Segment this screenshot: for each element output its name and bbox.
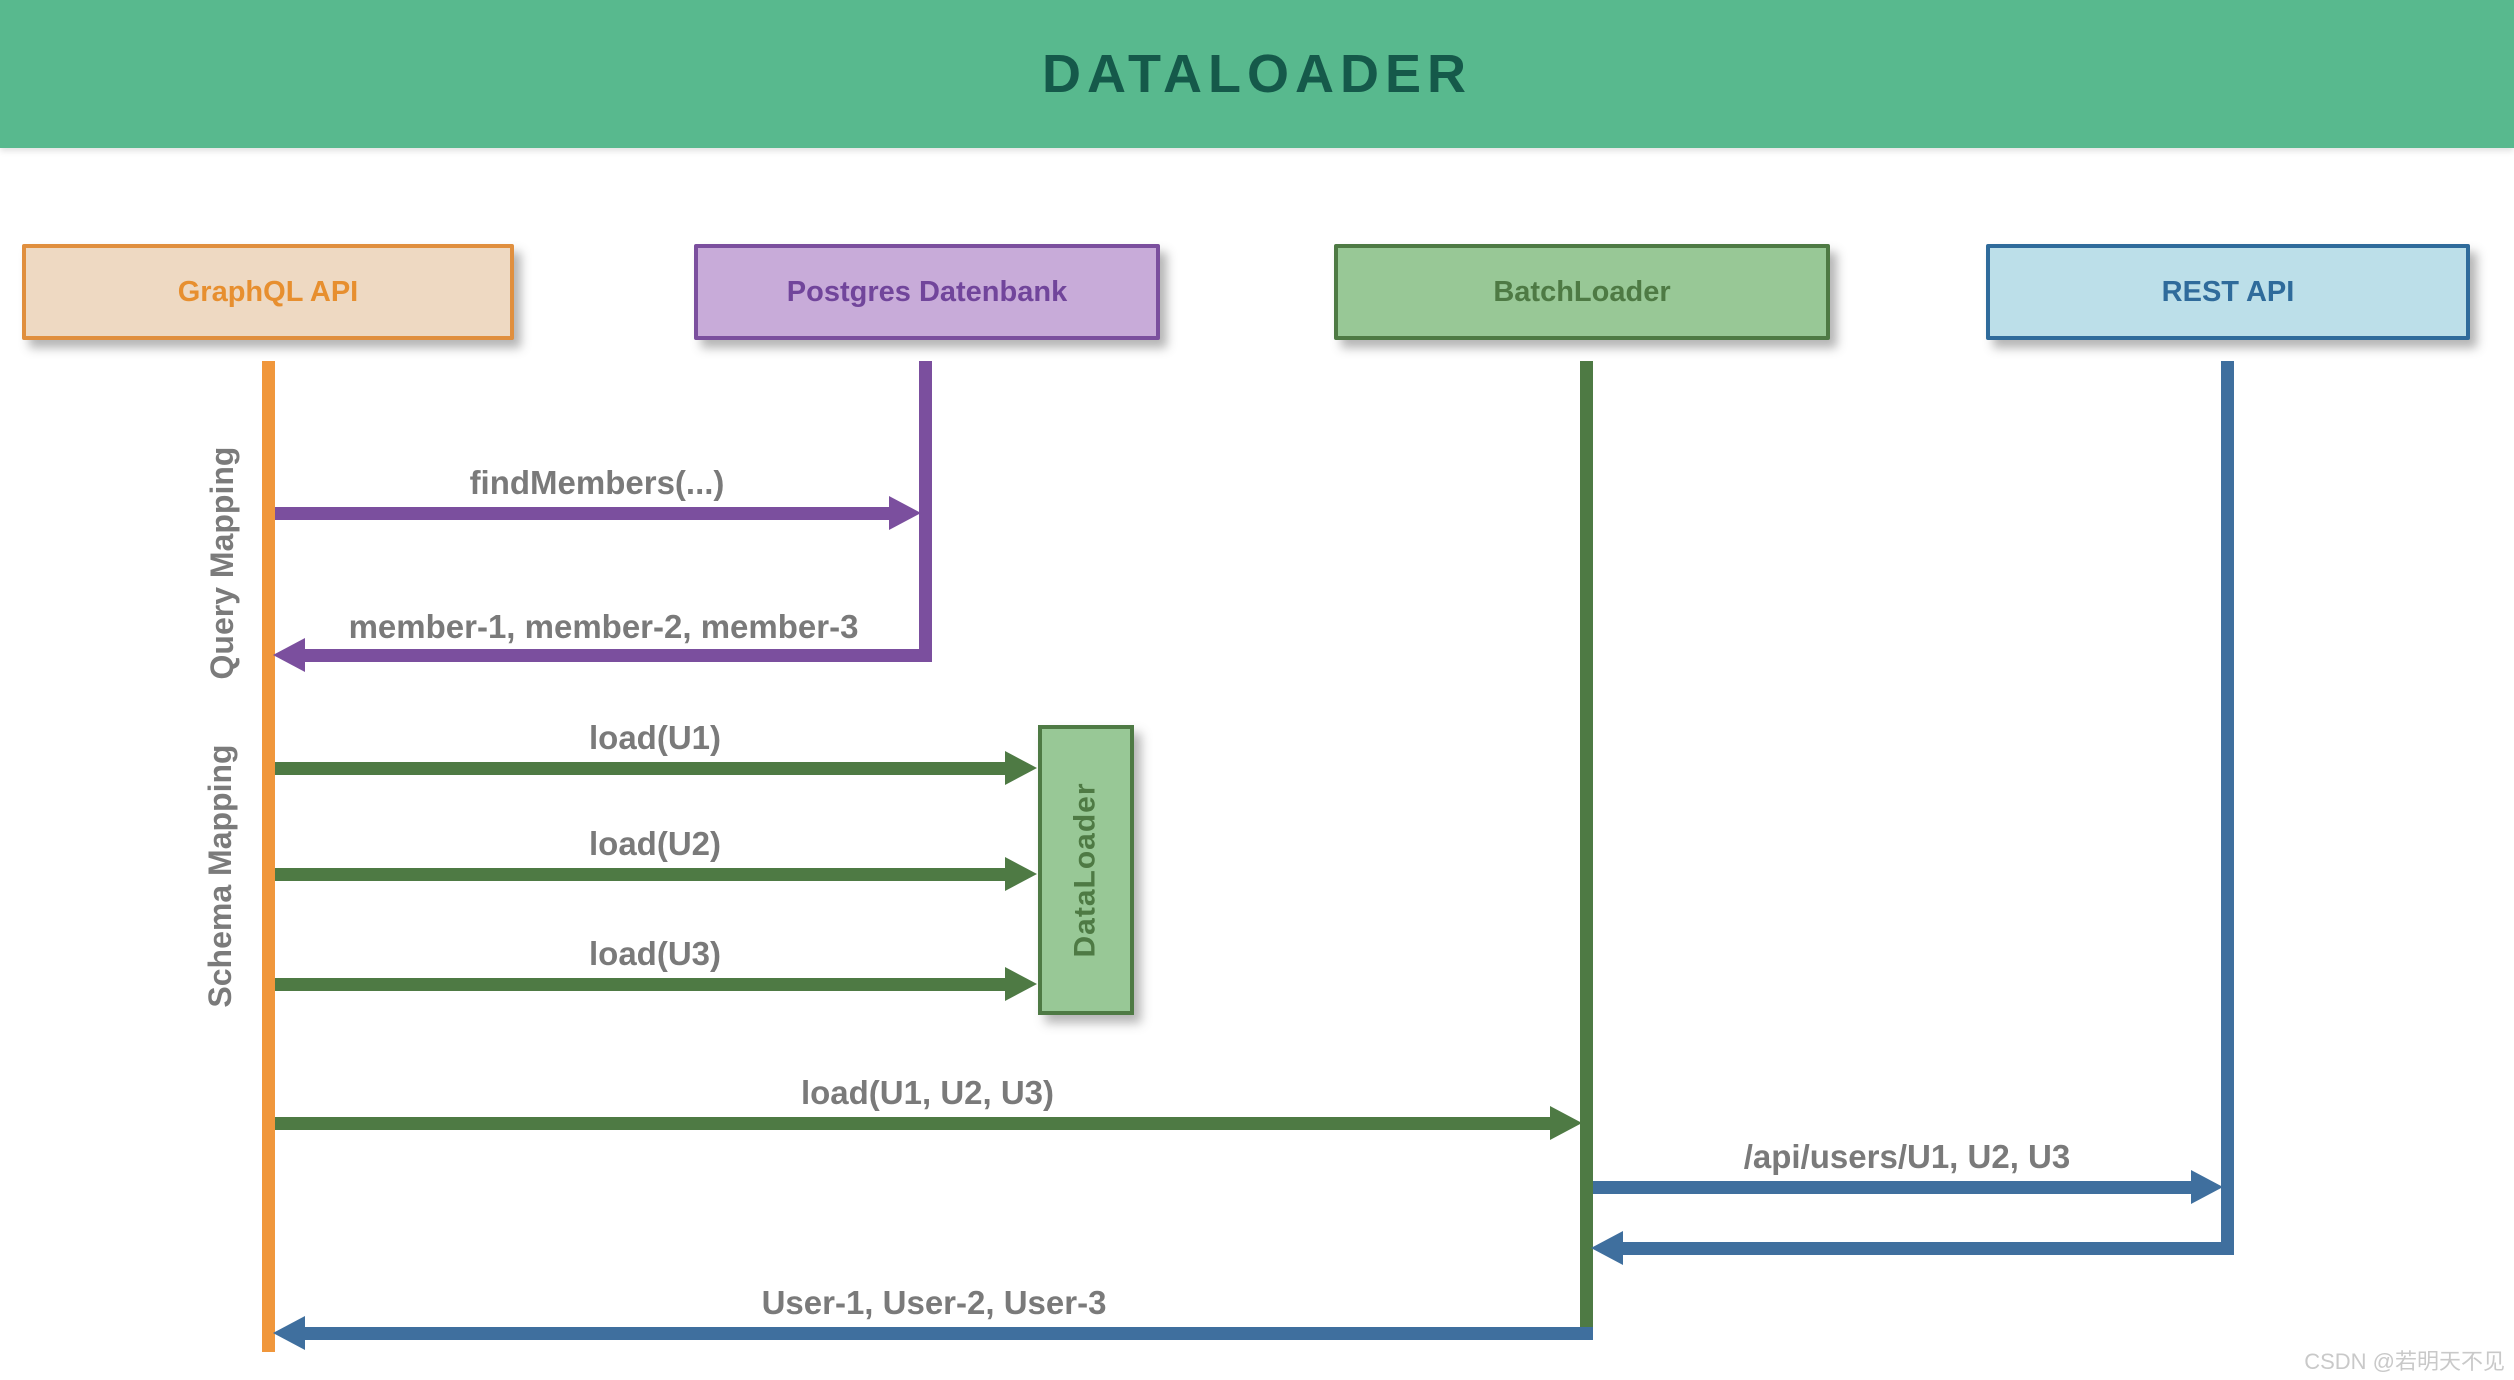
message-arrow-members-return xyxy=(273,638,932,672)
actor-batchloader-label: BatchLoader xyxy=(1493,275,1671,308)
arrowhead-right-icon xyxy=(2191,1170,2223,1204)
message-label-load-u2: load(U2) xyxy=(589,825,721,862)
lifeline-batchloader xyxy=(1580,361,1593,1339)
message-label-api-users: /api/users/U1, U2, U3 xyxy=(1743,1138,2071,1175)
message-arrow-load-u1 xyxy=(275,751,1037,785)
lifeline-graphql-api xyxy=(262,361,275,1352)
message-arrow-load-u3 xyxy=(275,967,1037,1001)
activation-dataloader: DataLoader xyxy=(1038,725,1134,1015)
section-label-query-mapping-text: Query Mapping xyxy=(203,446,240,680)
message-label-load-u1: load(U1) xyxy=(589,719,721,756)
arrowhead-right-icon xyxy=(1005,967,1037,1001)
message-arrow-api-users xyxy=(1593,1170,2223,1204)
actor-batchloader: BatchLoader xyxy=(1334,244,1830,340)
actor-rest-api: REST API xyxy=(1986,244,2470,340)
header-bar: DATALOADER xyxy=(0,0,2514,148)
page-title: DATALOADER xyxy=(1042,44,1472,104)
actor-postgres-datenbank-label: Postgres Datenbank xyxy=(786,275,1068,308)
section-label-query-mapping: Query Mapping xyxy=(200,393,244,733)
arrowhead-right-icon xyxy=(889,496,921,530)
lifeline-postgres-datenbank xyxy=(919,361,932,661)
actor-graphql-api-label: GraphQL API xyxy=(177,275,359,308)
section-label-schema-mapping-text: Schema Mapping xyxy=(201,744,238,1008)
actor-graphql-api: GraphQL API xyxy=(22,244,514,340)
arrow-shaft xyxy=(275,762,1009,775)
message-label-load-u3: load(U3) xyxy=(589,935,721,972)
arrowhead-left-icon xyxy=(273,638,305,672)
section-label-schema-mapping: Schema Mapping xyxy=(198,706,242,1046)
arrow-shaft xyxy=(301,1327,1593,1340)
message-label-load-batch: load(U1, U2, U3) xyxy=(800,1074,1055,1111)
activation-dataloader-label: DataLoader xyxy=(1069,782,1103,958)
message-label-findmembers: findMembers(...) xyxy=(469,464,725,501)
message-arrow-load-u2 xyxy=(275,857,1037,891)
message-arrow-api-return xyxy=(1591,1231,2234,1265)
arrow-shaft xyxy=(301,649,932,662)
arrow-shaft xyxy=(275,868,1009,881)
arrowhead-left-icon xyxy=(273,1316,305,1350)
message-arrow-findmembers xyxy=(275,496,921,530)
actor-postgres-datenbank: Postgres Datenbank xyxy=(694,244,1160,340)
message-arrow-users-return xyxy=(273,1316,1593,1350)
arrowhead-right-icon xyxy=(1005,857,1037,891)
arrow-shaft xyxy=(275,1117,1554,1130)
arrow-shaft xyxy=(1619,1242,2234,1255)
message-label-members-return: member-1, member-2, member-3 xyxy=(348,608,859,645)
arrow-shaft xyxy=(1593,1181,2195,1194)
lifeline-rest-api xyxy=(2221,361,2234,1253)
message-arrow-load-batch xyxy=(275,1106,1582,1140)
arrowhead-right-icon xyxy=(1005,751,1037,785)
message-label-users-return: User-1, User-2, User-3 xyxy=(761,1284,1107,1321)
arrow-shaft xyxy=(275,978,1009,991)
arrowhead-left-icon xyxy=(1591,1231,1623,1265)
actor-rest-api-label: REST API xyxy=(2161,275,2295,308)
arrowhead-right-icon xyxy=(1550,1106,1582,1140)
arrow-shaft xyxy=(275,507,893,520)
watermark-text: CSDN @若明天不见 xyxy=(2304,1349,2505,1374)
